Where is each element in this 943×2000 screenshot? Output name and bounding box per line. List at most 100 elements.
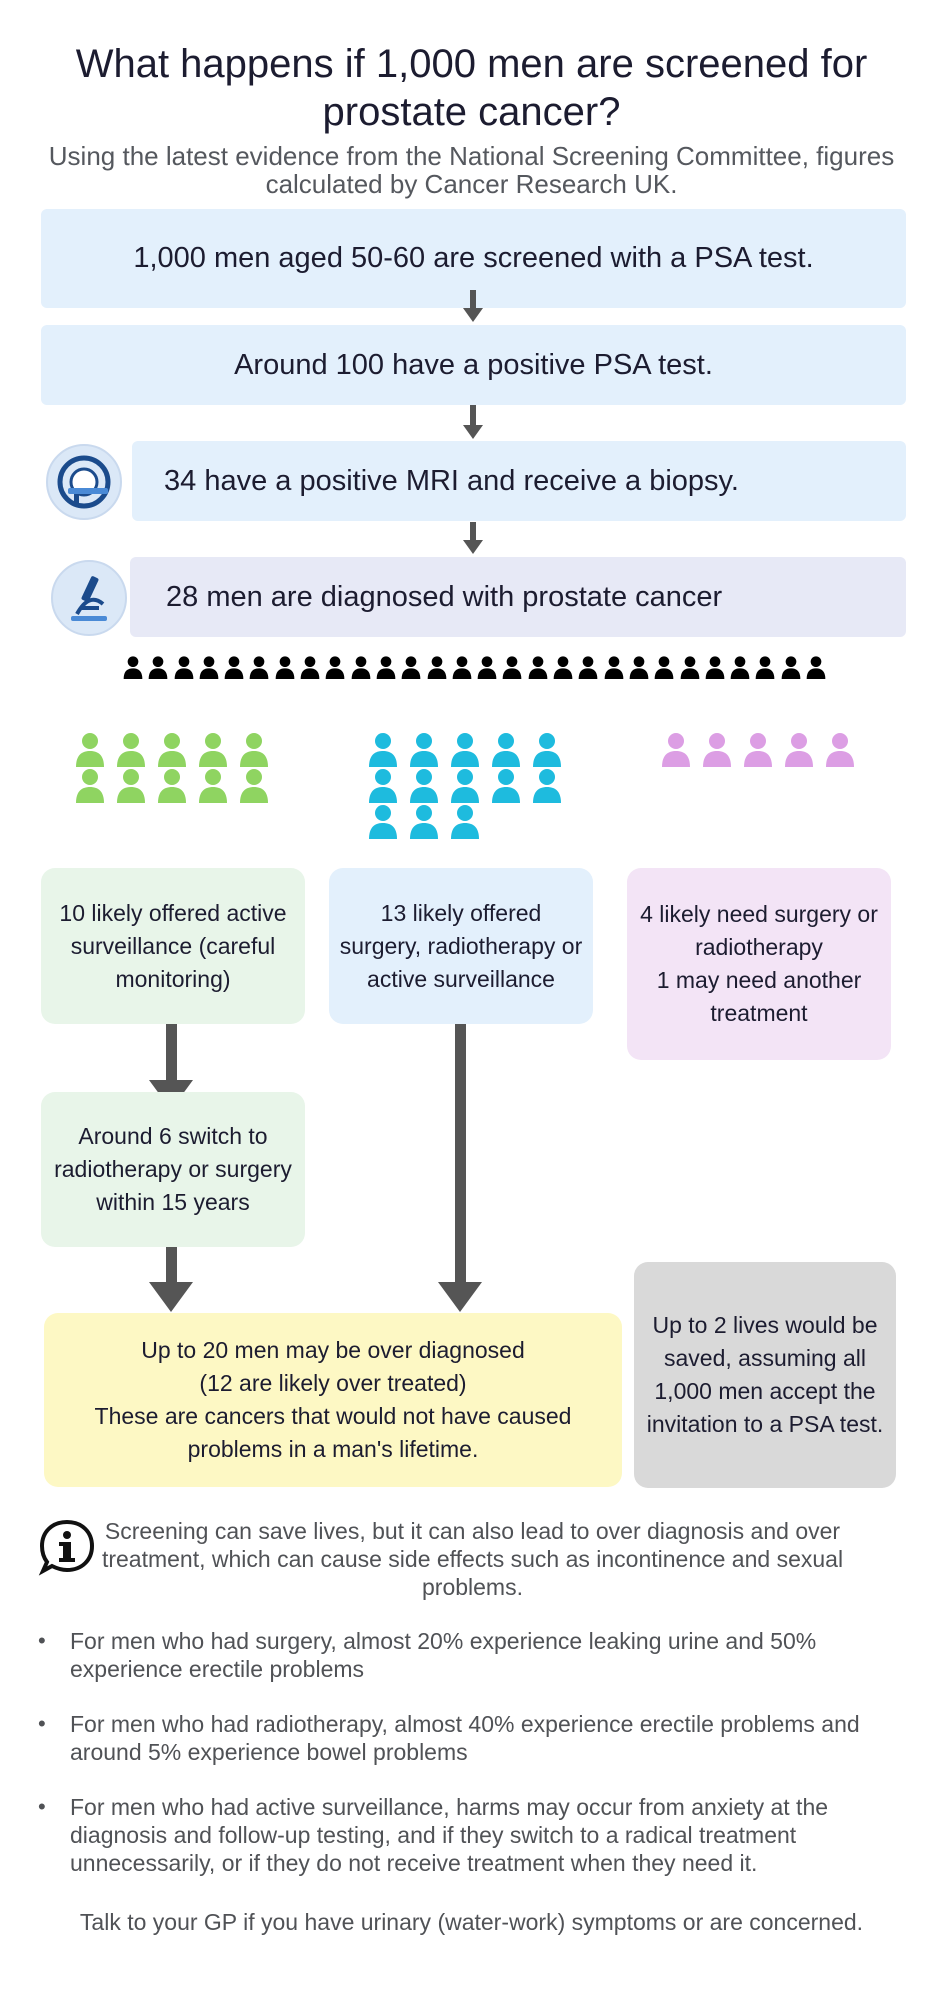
person-icon <box>369 805 397 839</box>
arrow-head <box>438 1282 482 1312</box>
person-icon <box>785 733 813 767</box>
need-surgery-text: 4 likely need surgery or radiotherapy <box>640 901 878 960</box>
info-statement: Screening can save lives, but it can als… <box>101 1518 844 1600</box>
over-diagnosed-explanation: These are cancers that would not have ca… <box>94 1403 572 1462</box>
over-treated-text: (12 are likely over treated) <box>199 1370 467 1396</box>
arrow-shaft <box>455 1024 466 1286</box>
person-icon <box>662 733 690 767</box>
step-diagnosed: 28 men are diagnosed with prostate cance… <box>130 557 906 637</box>
person-icon <box>199 733 227 767</box>
step-positive-psa-text: Around 100 have a positive PSA test. <box>234 348 713 381</box>
person-icon <box>148 656 168 679</box>
person-icon <box>604 656 623 679</box>
page-subtitle: Using the latest evidence from the Natio… <box>48 141 895 199</box>
person-icon <box>452 656 472 679</box>
person-icon <box>451 769 479 803</box>
person-icon <box>199 656 219 679</box>
offered-options-people <box>367 731 577 839</box>
person-icon <box>410 769 438 803</box>
person-icon <box>579 656 598 679</box>
active-surveillance-box: 10 likely offered active surveillance (c… <box>41 868 305 1024</box>
offered-options-text: 13 likely offered surgery, radiotherapy … <box>339 899 583 992</box>
person-icon <box>401 656 421 679</box>
person-icon <box>240 733 268 767</box>
person-icon <box>158 733 186 767</box>
person-icon <box>451 733 479 767</box>
bullet-surgery: • For men who had surgery, almost 20% ex… <box>38 1627 898 1683</box>
step-diagnosed-text: 28 men are diagnosed with prostate cance… <box>166 580 723 613</box>
person-icon <box>492 769 520 803</box>
person-icon <box>654 656 674 679</box>
switch-treatment-box: Around 6 switch to radiotherapy or surge… <box>41 1092 305 1247</box>
bullet-surgery-text: For men who had surgery, almost 20% expe… <box>70 1628 817 1682</box>
person-icon <box>351 656 371 679</box>
arrow-head <box>149 1282 193 1312</box>
person-icon <box>553 656 573 679</box>
person-icon <box>503 656 522 679</box>
person-icon <box>376 656 396 679</box>
person-icon <box>250 656 269 679</box>
person-icon <box>680 656 699 679</box>
another-treatment-text: 1 may need another treatment <box>656 967 862 1026</box>
arrow-stem <box>470 405 476 427</box>
person-icon <box>199 769 227 803</box>
mri-scanner-icon <box>46 444 122 520</box>
bullet-radiotherapy-text: For men who had radiotherapy, almost 40%… <box>70 1711 860 1765</box>
person-icon <box>744 733 772 767</box>
person-icon <box>533 733 561 767</box>
arrow-head <box>463 425 483 439</box>
person-icon <box>369 733 397 767</box>
person-icon <box>275 656 295 679</box>
bullet-dot: • <box>38 1628 46 1653</box>
person-icon <box>451 805 479 839</box>
arrow-head <box>463 308 483 322</box>
person-icon <box>492 733 520 767</box>
person-icon <box>756 656 775 679</box>
bullet-active-surveillance: • For men who had active surveillance, h… <box>38 1793 898 1877</box>
arrow-head <box>463 540 483 554</box>
person-icon <box>826 733 854 767</box>
person-icon <box>240 769 268 803</box>
person-icon <box>410 733 438 767</box>
person-icon <box>174 656 193 679</box>
arrow-shaft <box>166 1024 177 1084</box>
switch-treatment-text: Around 6 switch to radiotherapy or surge… <box>54 1123 292 1215</box>
person-icon <box>533 769 561 803</box>
person-icon <box>369 769 397 803</box>
person-icon <box>629 656 649 679</box>
person-icon <box>224 656 244 679</box>
offered-options-box: 13 likely offered surgery, radiotherapy … <box>329 868 593 1024</box>
person-icon <box>123 656 143 679</box>
person-icon <box>730 656 750 679</box>
over-diagnosed-box: Up to 20 men may be over diagnosed (12 a… <box>44 1313 622 1487</box>
bullet-dot: • <box>38 1794 46 1819</box>
arrow-stem <box>470 522 476 542</box>
info-speech-bubble-icon <box>38 1518 96 1576</box>
person-icon <box>76 769 104 803</box>
page-title: What happens if 1,000 men are screened f… <box>75 42 868 134</box>
microscope-icon <box>51 560 127 636</box>
active-surveillance-text: 10 likely offered active surveillance (c… <box>59 899 287 992</box>
person-icon <box>528 656 548 679</box>
person-icon <box>117 769 145 803</box>
person-icon <box>117 733 145 767</box>
bullet-dot: • <box>38 1711 46 1736</box>
person-icon <box>806 656 826 679</box>
need-surgery-box: 4 likely need surgery or radiotherapy 1 … <box>627 868 891 1060</box>
arrow-stem <box>470 290 476 310</box>
lives-saved-text: Up to 2 lives would be saved, assuming a… <box>646 1312 884 1437</box>
person-icon <box>326 656 345 679</box>
step-mri-biopsy-text: 34 have a positive MRI and receive a bio… <box>164 464 739 497</box>
person-icon <box>477 656 497 679</box>
need-surgery-people <box>660 731 875 767</box>
person-icon <box>781 656 801 679</box>
step-screened-text: 1,000 men aged 50-60 are screened with a… <box>133 242 814 274</box>
lives-saved-box: Up to 2 lives would be saved, assuming a… <box>634 1262 896 1488</box>
bullet-active-surveillance-text: For men who had active surveillance, har… <box>70 1794 829 1876</box>
over-diagnosed-text: Up to 20 men may be over diagnosed <box>141 1337 525 1363</box>
diagnosed-people-row <box>122 655 832 681</box>
person-icon <box>705 656 725 679</box>
person-icon <box>158 769 186 803</box>
active-surveillance-people <box>74 731 284 803</box>
person-icon <box>76 733 104 767</box>
